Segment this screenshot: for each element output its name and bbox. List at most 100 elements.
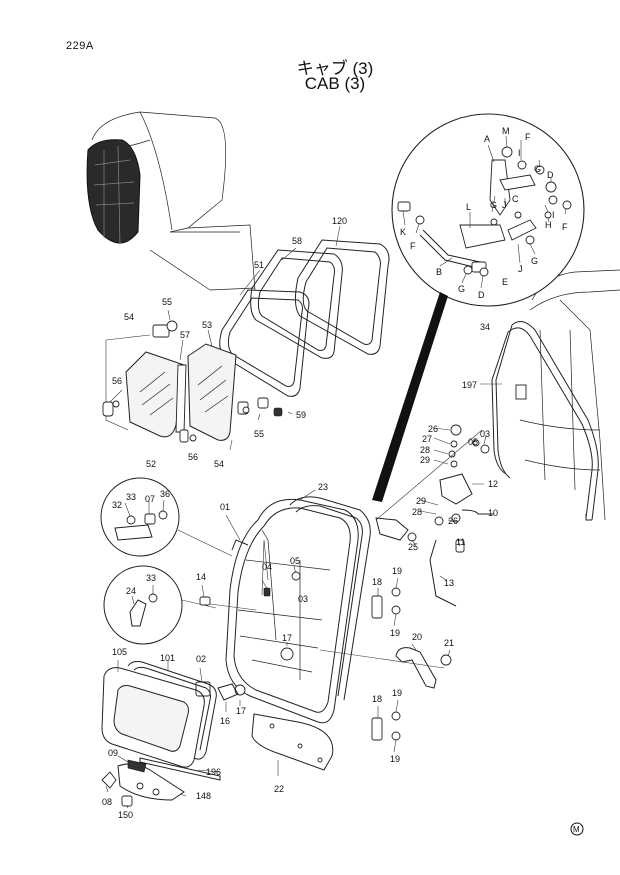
corner-mark-letter: M — [573, 825, 580, 834]
label-34: 34 — [480, 322, 490, 332]
label-52: 52 — [146, 459, 156, 469]
letter-H: H — [545, 220, 552, 230]
label-51: 51 — [254, 260, 264, 270]
label-03-door: 03 — [298, 594, 308, 604]
letter-G-top: G — [534, 164, 541, 174]
label-03-lock: 03 — [480, 429, 490, 439]
label-29-lower: 29 — [416, 496, 426, 506]
corner-mark: M — [570, 822, 584, 836]
label-01: 01 — [220, 502, 230, 512]
label-197: 197 — [462, 380, 477, 390]
label-101: 101 — [160, 653, 175, 663]
letter-J-lower: J — [518, 264, 523, 274]
letter-G-lower: G — [458, 284, 465, 294]
label-24: 24 — [126, 586, 136, 596]
label-32: 32 — [112, 500, 122, 510]
page-title-english: CAB (3) — [304, 74, 366, 93]
label-14: 14 — [196, 572, 206, 582]
label-59: 59 — [296, 410, 306, 420]
label-26-lower: 26 — [448, 516, 458, 526]
label-08: 08 — [102, 797, 112, 807]
letter-M: M — [502, 126, 510, 136]
label-56-lower: 56 — [188, 452, 198, 462]
label-20: 20 — [412, 632, 422, 642]
letter-F-right: F — [562, 222, 568, 232]
label-21: 21 — [444, 638, 454, 648]
label-55-lower: 55 — [254, 429, 264, 439]
page-title-japanese: キャブ (3) — [296, 59, 374, 78]
label-19-b: 19 — [390, 628, 400, 638]
label-148: 148 — [196, 791, 211, 801]
letter-D-lower: D — [478, 290, 485, 300]
label-07: 07 — [145, 494, 155, 504]
label-120: 120 — [332, 216, 347, 226]
label-54-upper: 54 — [124, 312, 134, 322]
letter-A: A — [484, 134, 490, 144]
label-33-bracket: 33 — [146, 573, 156, 583]
label-12: 12 — [488, 479, 498, 489]
label-10: 10 — [488, 508, 498, 518]
label-05-lock: 05 — [468, 437, 478, 447]
label-28-lower: 28 — [412, 507, 422, 517]
label-55-upper: 55 — [162, 297, 172, 307]
label-23: 23 — [318, 482, 328, 492]
lower-window-assembly — [101, 660, 221, 809]
quarter-glass-panels — [102, 309, 293, 451]
page-code: 229A — [66, 40, 94, 52]
window-seal-frames — [219, 225, 390, 397]
label-19-c: 19 — [392, 688, 402, 698]
detail-circle-34 — [372, 113, 585, 502]
detail-circle-bracket — [103, 565, 217, 645]
letter-D-upper: D — [547, 170, 554, 180]
callout-labels: 01 02 03 03 04 05 05 07 08 09 10 11 12 1… — [102, 216, 498, 820]
label-09: 09 — [108, 748, 118, 758]
label-33-latch: 33 — [126, 492, 136, 502]
label-17-lower: 17 — [236, 706, 246, 716]
label-18-upper: 18 — [372, 577, 382, 587]
detail-pointer-wedge — [372, 292, 448, 502]
letter-J-mid: J — [502, 200, 507, 210]
label-05-door: 05 — [290, 556, 300, 566]
label-28-upper: 28 — [420, 445, 430, 455]
letter-G-right: G — [531, 256, 538, 266]
label-25: 25 — [408, 542, 418, 552]
letter-L: L — [466, 202, 471, 212]
door-trim-panel-22 — [251, 713, 334, 776]
label-22: 22 — [274, 784, 284, 794]
label-16: 16 — [220, 716, 230, 726]
label-17-upper: 17 — [282, 633, 292, 643]
letter-G-mid: G — [490, 200, 497, 210]
label-58: 58 — [292, 236, 302, 246]
label-54-lower: 54 — [214, 459, 224, 469]
cab-overview-sketch — [86, 111, 256, 291]
label-29-upper: 29 — [420, 455, 430, 465]
label-53: 53 — [202, 320, 212, 330]
letter-E: E — [502, 277, 508, 287]
letter-C: C — [512, 194, 519, 204]
label-56-left: 56 — [112, 376, 122, 386]
door-assembly — [195, 424, 494, 753]
label-196: 196 — [206, 767, 221, 777]
door-seal-197 — [480, 320, 599, 521]
label-18-lower: 18 — [372, 694, 382, 704]
label-13: 13 — [444, 578, 454, 588]
label-105: 105 — [112, 647, 127, 657]
letter-I-top: I — [518, 148, 521, 158]
letter-F-top: F — [525, 132, 531, 142]
label-02: 02 — [196, 654, 206, 664]
label-57: 57 — [180, 330, 190, 340]
label-11: 11 — [456, 537, 465, 547]
detail-34-letters: A B C D D E F F F G G G G H I I J J K L … — [400, 126, 568, 300]
detail-circle-latch — [100, 477, 233, 557]
label-19-a: 19 — [392, 566, 402, 576]
letter-I-right: I — [552, 210, 555, 220]
label-19-d: 19 — [390, 754, 400, 764]
label-36: 36 — [160, 489, 170, 499]
label-150: 150 — [118, 810, 133, 820]
letter-K: K — [400, 227, 406, 237]
letter-B: B — [436, 267, 442, 277]
letter-F-left: F — [410, 241, 416, 251]
label-27: 27 — [422, 434, 432, 444]
